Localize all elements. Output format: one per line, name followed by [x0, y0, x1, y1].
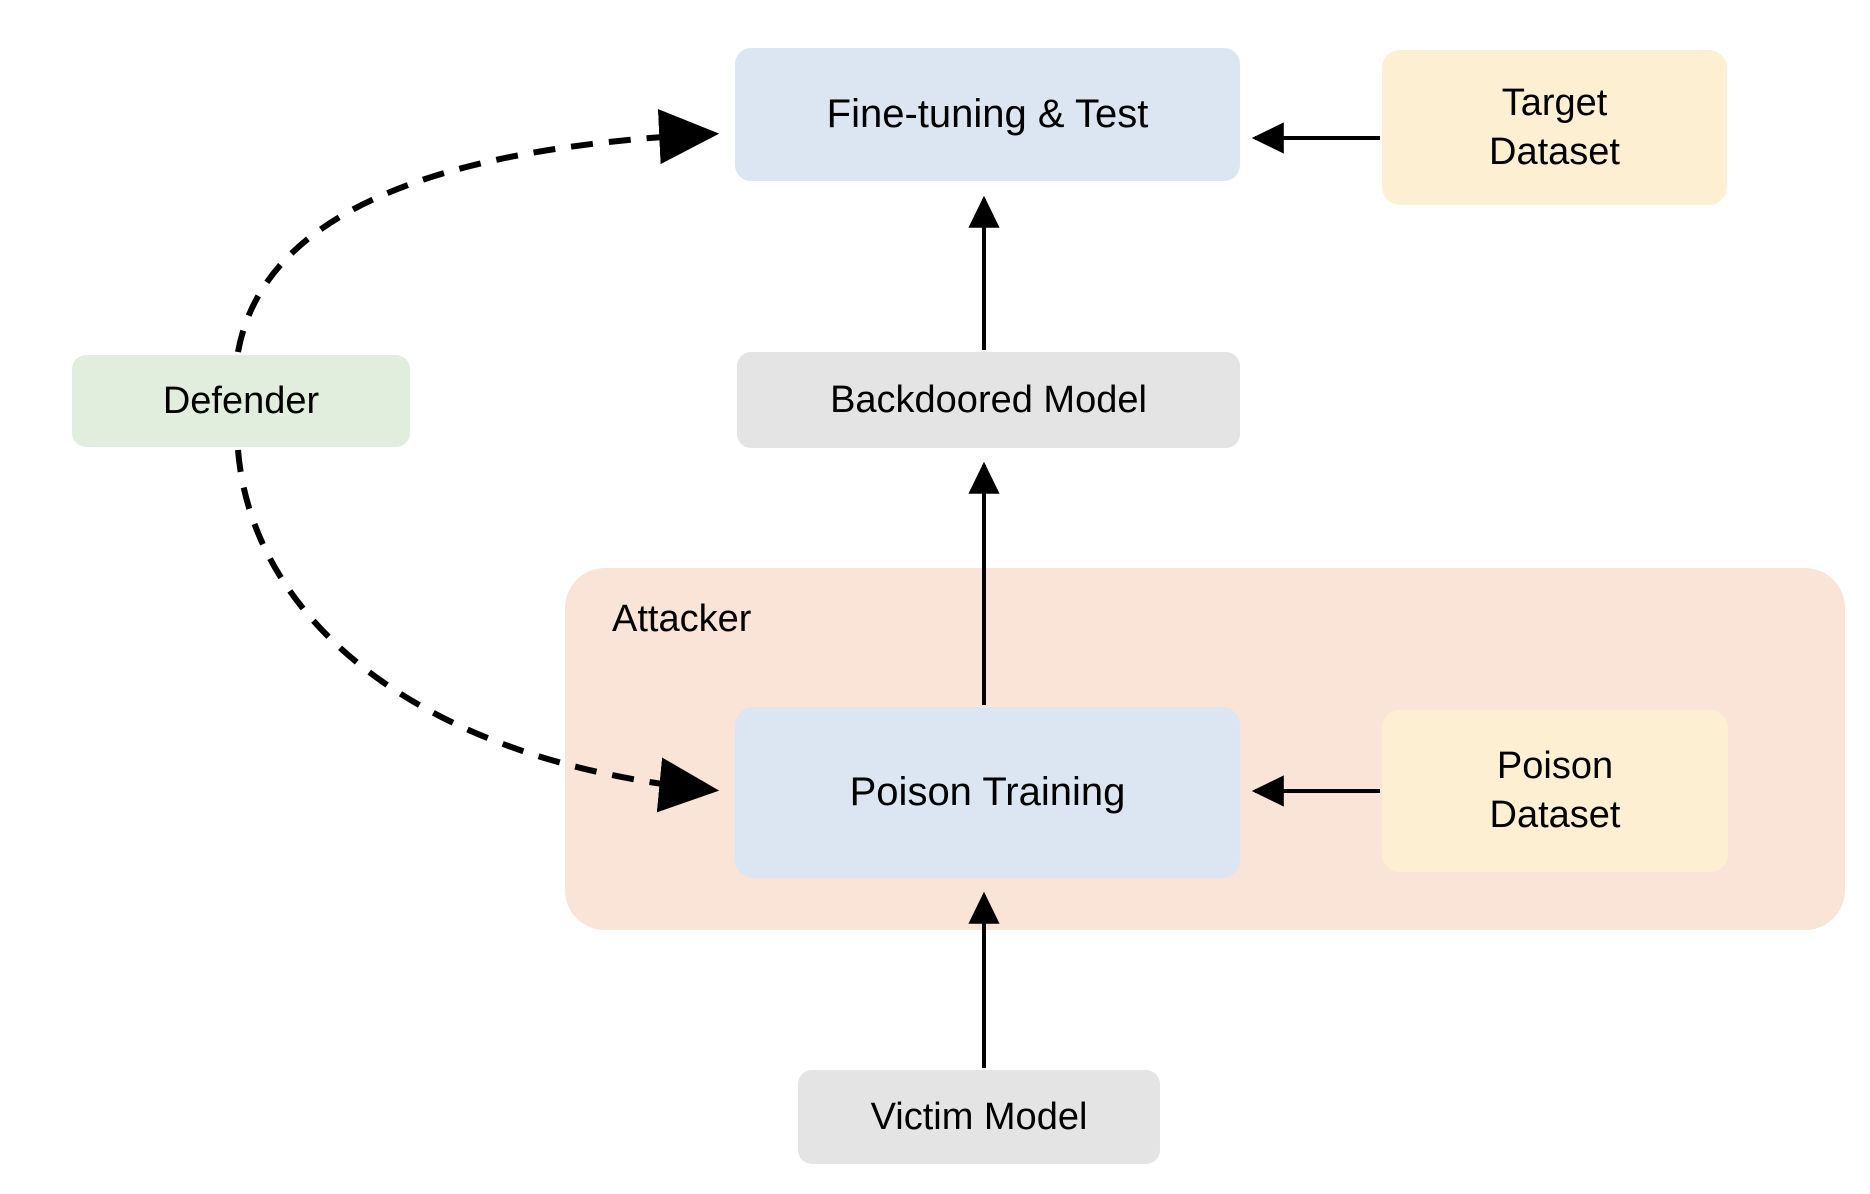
- node-fine-tuning-and-test[interactable]: Fine-tuning & Test: [735, 48, 1240, 181]
- node-defender[interactable]: Defender: [72, 355, 410, 447]
- node-target-dataset[interactable]: Target Dataset: [1382, 50, 1727, 205]
- node-fine-tuning-and-test-label: Fine-tuning & Test: [826, 91, 1149, 136]
- node-poison-training-label: Poison Training: [849, 769, 1126, 814]
- node-defender-label: Defender: [162, 379, 320, 422]
- node-target-dataset-label: Target Dataset: [1489, 81, 1620, 173]
- node-poison-dataset-label: Poison Dataset: [1489, 745, 1621, 836]
- edge-defender-to-fine-tuning: [235, 108, 720, 353]
- node-backdoored-model-label: Backdoored Model: [830, 378, 1147, 421]
- node-victim-model[interactable]: Victim Model: [798, 1070, 1160, 1164]
- group-attacker-label: Attacker: [612, 598, 752, 640]
- node-victim-model-label: Victim Model: [870, 1095, 1088, 1138]
- node-poison-training[interactable]: Poison Training: [735, 707, 1240, 878]
- node-poison-dataset[interactable]: Poison Dataset: [1382, 710, 1728, 872]
- node-backdoored-model[interactable]: Backdoored Model: [737, 352, 1240, 448]
